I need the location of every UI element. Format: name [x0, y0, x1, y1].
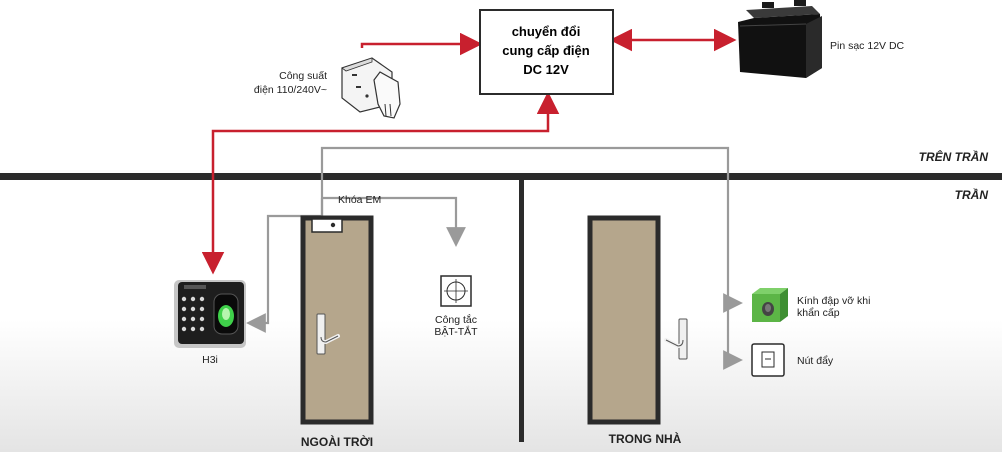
converter-line-1: chuyển đổi — [512, 24, 581, 39]
above-ceiling-label: TRÊN TRẦN — [919, 149, 989, 164]
door-handle-icon — [664, 318, 688, 360]
power-input-line-2: điện 110/240V~ — [254, 84, 327, 96]
power-wires — [201, 28, 737, 275]
battery-icon — [738, 0, 822, 78]
push-button-label: Nút đẩy — [797, 355, 834, 367]
fingerprint-reader-icon — [174, 280, 246, 348]
converter-line-3: DC 12V — [523, 62, 569, 77]
switch-label-line-1: Công tắc — [435, 313, 477, 326]
wire-lock-to-reader — [246, 214, 322, 333]
power-input-line-1: Công suất — [279, 70, 327, 82]
ceiling-label: TRẦN — [955, 187, 989, 202]
zone-inside-label: TRONG NHÀ — [609, 431, 682, 446]
emergency-break-glass-icon — [752, 288, 788, 322]
zone-outside-label: NGOÀI TRỜI — [301, 434, 373, 449]
reader-label: H3i — [202, 354, 218, 366]
power-supply-converter: chuyển đổi cung cấp điện DC 12V — [479, 9, 614, 95]
push-button-icon — [751, 343, 785, 377]
wire-reader-to-converter — [201, 91, 560, 275]
battery-label: Pin sạc 12V DC — [830, 40, 905, 52]
wire-lock-to-switch — [322, 196, 466, 247]
outside-door — [300, 215, 374, 425]
power-outlet-icon — [341, 57, 401, 119]
ceiling-line — [0, 173, 1002, 180]
wire-to-push-button — [723, 303, 743, 370]
wire-outlet-to-converter — [360, 32, 483, 56]
floor-area — [0, 320, 1002, 452]
on-off-switch-icon — [440, 275, 472, 307]
door-handle-icon — [316, 313, 340, 355]
signal-wires — [246, 146, 743, 370]
switch-label-line-2: BẬT-TẮT — [434, 325, 478, 338]
em-lock-icon — [311, 218, 343, 233]
wire-lock-to-emergency-glass — [320, 146, 743, 313]
inside-door — [587, 215, 688, 425]
emergency-glass-label-line-2: khẩn cấp — [797, 307, 840, 319]
wall-divider — [519, 180, 524, 442]
emergency-glass-label-line-1: Kính đập vỡ khi — [797, 295, 870, 307]
em-lock-label: Khóa EM — [338, 194, 381, 206]
converter-line-2: cung cấp điện — [502, 43, 589, 58]
